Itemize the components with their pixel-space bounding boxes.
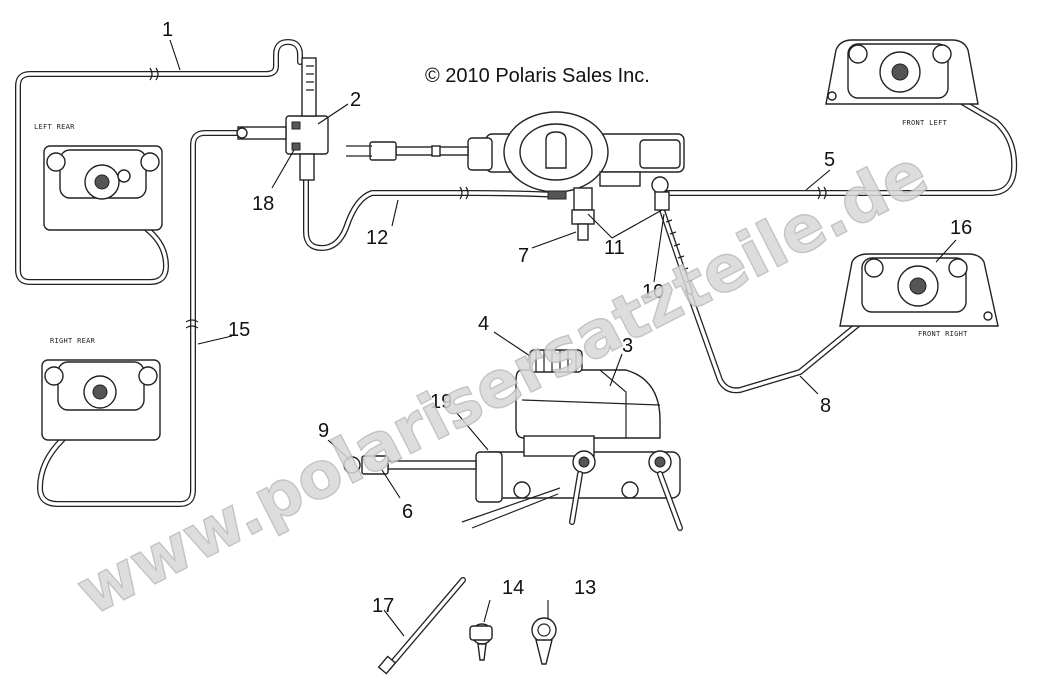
caliper-right-rear	[41, 359, 161, 441]
master-cylinder-installed	[346, 111, 685, 241]
copyright-text: © 2010 Polaris Sales Inc.	[425, 65, 650, 87]
callout-11: 11	[604, 237, 625, 259]
callout-16: 16	[950, 217, 972, 239]
master-cylinder-exploded	[343, 349, 683, 531]
callout-3: 3	[622, 335, 633, 357]
callout-6: 6	[402, 501, 413, 523]
callout-12: 12	[366, 227, 388, 249]
callout-5: 5	[824, 149, 835, 171]
callout-1: 1	[162, 19, 173, 41]
callout-4: 4	[478, 313, 489, 335]
leader-lines	[169, 39, 957, 637]
callout-15: 15	[228, 319, 250, 341]
label-right-rear: RIGHT REAR	[50, 337, 96, 345]
distribution-block	[236, 57, 329, 181]
brake-line-12	[303, 172, 563, 251]
watermark-text: www.polarisersatzteile.de	[66, 136, 940, 630]
caliper-front-left	[825, 39, 979, 105]
callout-14: 14	[502, 577, 524, 599]
label-front-left: FRONT LEFT	[902, 119, 948, 127]
clip-14	[469, 623, 493, 661]
callout-18: 18	[252, 193, 274, 215]
clip-13	[531, 617, 557, 665]
callout-2: 2	[350, 89, 361, 111]
cable-tie-17	[377, 577, 466, 675]
callout-numbers: 1 2 3 4 5 6 7 8 9 10 11 12 13 14 15 16 1…	[162, 19, 972, 617]
callout-13: 13	[574, 577, 596, 599]
callout-8: 8	[820, 395, 831, 417]
brake-lines	[15, 39, 1018, 507]
callout-19: 19	[430, 391, 452, 413]
callout-10: 10	[642, 281, 664, 303]
caliper-left-rear	[43, 145, 163, 231]
callout-9: 9	[318, 420, 329, 442]
caliper-front-right	[839, 253, 999, 327]
callout-7: 7	[518, 245, 529, 267]
label-left-rear: LEFT REAR	[34, 123, 75, 131]
label-front-right: FRONT RIGHT	[918, 330, 968, 338]
callout-17: 17	[372, 595, 394, 617]
